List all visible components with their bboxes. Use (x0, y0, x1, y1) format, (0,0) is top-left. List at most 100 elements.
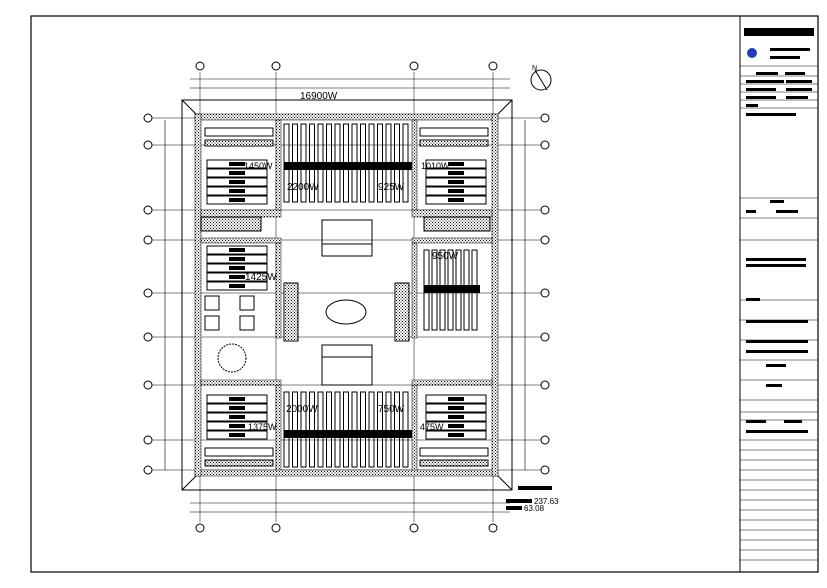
bed-label (229, 180, 245, 184)
axis-bubble (488, 523, 498, 533)
title-block-text (746, 420, 766, 423)
bed-label (229, 415, 245, 419)
axis-bubble (488, 61, 498, 71)
entry-stairs (217, 219, 373, 386)
title-block-text (786, 96, 808, 99)
landscape-plant-icon (325, 299, 367, 325)
bed-row (206, 412, 268, 422)
axis-bubble (409, 523, 419, 533)
title-block-text (746, 320, 808, 323)
axis-bubble (540, 235, 550, 245)
title-block-text (746, 264, 806, 267)
equipment-rack (283, 391, 290, 468)
load-top-left-room: 1450W (244, 161, 273, 171)
equipment-rack (402, 391, 409, 468)
equipment-rack (360, 391, 366, 468)
title-block-text (746, 96, 776, 99)
bed-row (425, 168, 487, 178)
bed-row (425, 177, 487, 187)
counter (419, 139, 489, 147)
equipment-rack (368, 391, 375, 468)
axis-bubble (143, 288, 153, 298)
bed-label (448, 424, 464, 428)
bath-fixture (419, 127, 489, 137)
tree-icon (217, 343, 247, 373)
load-mid-right-room: 950W (432, 251, 459, 262)
equipment-bar (284, 430, 412, 438)
title-block-text (746, 298, 760, 301)
axis-bubble (195, 61, 205, 71)
axis-bubble (540, 332, 550, 342)
axis-bubble (143, 140, 153, 150)
bed-label (448, 415, 464, 419)
counter (419, 459, 489, 467)
bed-row (425, 430, 487, 440)
bath-fixture (204, 447, 274, 457)
title-block-text (766, 384, 782, 387)
bed-label (229, 171, 245, 175)
bed-label (229, 424, 245, 428)
axis-bubble (540, 288, 550, 298)
axis-bubble (143, 465, 153, 475)
bed-label (229, 406, 245, 410)
bath-fixture (419, 447, 489, 457)
title-block-text (746, 340, 808, 343)
north-arrow-icon: N (530, 65, 552, 91)
axis-bubble (143, 332, 153, 342)
toilet-stall (204, 295, 220, 311)
bed-row (425, 394, 487, 404)
title-block-text (746, 210, 756, 213)
bed-label (229, 433, 245, 437)
equipment-rack (351, 391, 358, 468)
sheet-border (30, 15, 819, 573)
svg-text:N: N (532, 65, 537, 72)
title-block-text (766, 364, 786, 367)
equipment-rack (292, 391, 298, 468)
bed-label (448, 171, 464, 175)
bed-row (425, 186, 487, 196)
axis-bubble (271, 61, 281, 71)
bed-row (425, 412, 487, 422)
axis-bubble (195, 523, 205, 533)
bed-row (206, 403, 268, 413)
bed-label (229, 397, 245, 401)
title-block (740, 28, 818, 561)
bed-row (425, 403, 487, 413)
title-block-text (744, 28, 814, 36)
exterior-walls (194, 113, 499, 477)
load-top-right-bay: 925W (378, 182, 405, 193)
toilet-stall (204, 315, 220, 331)
equipment-rack (394, 391, 400, 468)
equipment-rack (334, 391, 341, 468)
axis-bubble (540, 113, 550, 123)
title-block-text (746, 113, 796, 116)
bed-label (229, 189, 245, 193)
equipment-rack (326, 391, 332, 468)
load-bottom-right-bay: 750W (378, 404, 405, 415)
axis-bubble (540, 435, 550, 445)
equipment-bar (424, 285, 480, 293)
bed-row (206, 430, 268, 440)
load-bottom-right-room: 475W (420, 422, 444, 432)
toilet-stall (239, 315, 255, 331)
bed-label (448, 433, 464, 437)
bath-fixture (204, 127, 274, 137)
bed-label (448, 406, 464, 410)
bed-label (448, 180, 464, 184)
title-block-text (746, 80, 784, 83)
building-area-value: 237.63 (534, 497, 559, 506)
counter (204, 139, 274, 147)
bed-label (229, 248, 245, 252)
axis-bubble (540, 465, 550, 475)
bed-row (206, 254, 268, 264)
bed-label (448, 162, 464, 166)
bed-label (448, 198, 464, 202)
load-top-left-bay: 2200W (287, 182, 319, 193)
title-block-text (786, 80, 812, 83)
title-block-text (784, 420, 802, 423)
bed-row (206, 263, 268, 273)
axis-bubble (409, 61, 419, 71)
title-block-text (746, 104, 758, 107)
title-block-text (756, 72, 778, 75)
load-bottom-left-room: 1375W (248, 422, 277, 432)
